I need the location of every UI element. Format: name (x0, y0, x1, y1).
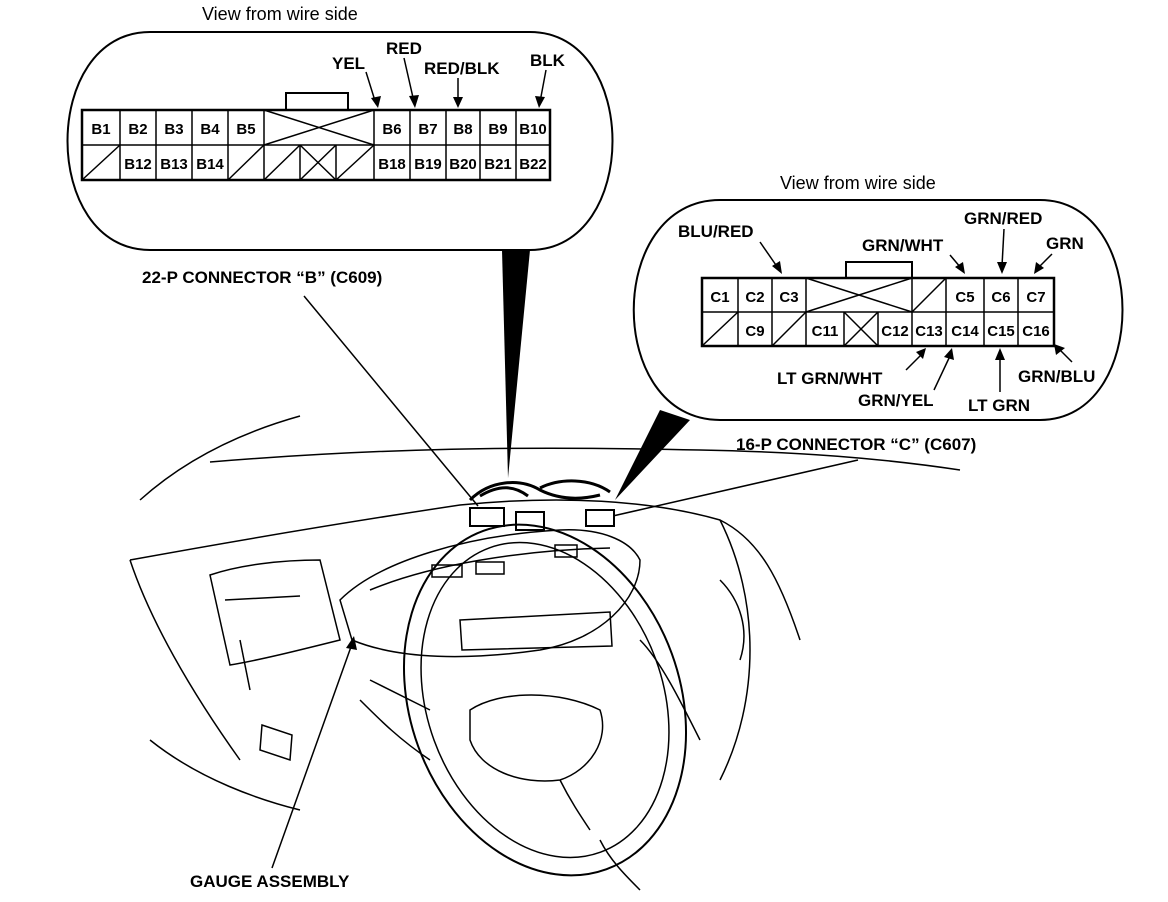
connector-b-row2-labels: B12 B13 B14 B18 B19 B20 B21 B22 (124, 156, 547, 173)
connector-c-title: 16-P CONNECTOR “C” (C607) (736, 435, 976, 454)
pin-c9: C9 (745, 323, 764, 340)
dashboard-illustration (129, 415, 961, 891)
wire-arrowhead-grn-red (997, 262, 1007, 274)
pin-b7: B7 (418, 121, 437, 138)
connector-b-unused-slashes (81, 144, 375, 181)
wire-arrow-lt-grn-wht (905, 353, 923, 371)
pin-b14: B14 (196, 156, 224, 173)
connector-c-row1-labels: C1 C2 C3 C5 C6 C7 (710, 289, 1045, 306)
connector-c-view-label: View from wire side (780, 173, 936, 193)
connector-b-blank-cavity-x (263, 109, 375, 146)
connector-c-row2-dividers (737, 312, 1019, 346)
pin-b12: B12 (124, 156, 152, 173)
wire-label-blu-red: BLU/RED (678, 222, 754, 241)
wire-arrowhead-red-blk (453, 97, 463, 108)
pin-b18: B18 (378, 156, 406, 173)
connector-c-top-wire-labels: BLU/RED GRN/WHT GRN/RED GRN (678, 209, 1084, 274)
connector-b-title: 22-P CONNECTOR “B” (C609) (142, 268, 382, 287)
pin-b9: B9 (488, 121, 507, 138)
wire-arrow-blu-red (759, 241, 779, 269)
pin-b19: B19 (414, 156, 442, 173)
connector-b-row1-dividers (119, 110, 517, 145)
pin-c12: C12 (881, 323, 909, 340)
wire-arrow-grn-yel (933, 355, 951, 391)
wire-label-lt-grn: LT GRN (968, 396, 1030, 415)
pin-c15: C15 (987, 323, 1015, 340)
connector-b-latch (285, 92, 349, 111)
connector-b-row1-labels: B1 B2 B3 B4 B5 B6 B7 B8 B9 B10 (91, 121, 546, 138)
wire-arrowhead-blk (535, 96, 545, 108)
connector-b-view-label: View from wire side (202, 4, 358, 24)
connector-b-wire-labels: YEL RED RED/BLK BLK (332, 39, 566, 108)
connector-b-leader-tail (502, 250, 530, 478)
connector-c-bottom-wire-labels: LT GRN/WHT GRN/YEL LT GRN GRN/BLU (777, 344, 1095, 415)
wire-arrowhead-yel (371, 96, 381, 108)
wire-arrowhead-lt-grn (995, 348, 1005, 360)
wire-label-blk: BLK (530, 51, 566, 70)
pin-c2: C2 (745, 289, 764, 306)
wire-label-red-blk: RED/BLK (424, 59, 500, 78)
connector-c-unused-slashes (701, 311, 879, 347)
pin-c7: C7 (1026, 289, 1045, 306)
connector-b-callout: View from wire side (66, 4, 614, 478)
pin-b6: B6 (382, 121, 401, 138)
connector-c-title-leader (603, 459, 859, 519)
pin-b5: B5 (236, 121, 255, 138)
gauge-assembly-label: GAUGE ASSEMBLY (190, 872, 350, 891)
connector-c-unused-slash-top (911, 277, 947, 313)
pin-b21: B21 (484, 156, 512, 173)
pin-b8: B8 (453, 121, 472, 138)
wire-arrowhead-red (409, 95, 419, 108)
connector-c-balloon (632, 199, 1124, 421)
connector-c-blank-cavity-x (805, 277, 913, 313)
wire-label-grn-yel: GRN/YEL (858, 391, 934, 410)
wire-arrowhead-grn-wht (955, 262, 965, 274)
gauge-assembly-arrowhead (346, 636, 357, 650)
connector-b-title-leader (303, 295, 479, 507)
pin-b2: B2 (128, 121, 147, 138)
wire-arrowhead-blu-red (772, 261, 782, 274)
pin-c16: C16 (1022, 323, 1050, 340)
pin-b1: B1 (91, 121, 110, 138)
wire-label-lt-grn-wht: LT GRN/WHT (777, 369, 883, 388)
pin-c14: C14 (951, 323, 979, 340)
wire-arrowhead-lt-grn-wht (916, 348, 926, 359)
pin-b22: B22 (519, 156, 547, 173)
connector-c-row2-labels: C9 C11 C12 C13 C14 C15 C16 (745, 323, 1049, 340)
wire-label-yel: YEL (332, 54, 365, 73)
wire-arrowhead-grn-yel (944, 348, 954, 360)
pin-c1: C1 (710, 289, 729, 306)
wire-arrow-red (403, 57, 415, 103)
connector-c-latch (845, 261, 913, 279)
wire-label-grn-red: GRN/RED (964, 209, 1042, 228)
wire-arrowhead-grn (1034, 262, 1044, 274)
wire-label-red: RED (386, 39, 422, 58)
pin-c13: C13 (915, 323, 943, 340)
connector-c-leader-tail (615, 410, 690, 500)
pin-c11: C11 (812, 323, 839, 340)
connector-c-row1-dividers (737, 278, 1019, 312)
pin-b3: B3 (164, 121, 183, 138)
pin-c3: C3 (779, 289, 798, 306)
wire-label-grn: GRN (1046, 234, 1084, 253)
pin-b4: B4 (200, 121, 220, 138)
connector-b-row2-dividers (119, 145, 517, 180)
wire-arrowhead-grn-blu (1054, 344, 1065, 355)
gauge-assembly-leader (271, 643, 353, 869)
pin-c6: C6 (991, 289, 1010, 306)
pin-b13: B13 (160, 156, 188, 173)
pin-b10: B10 (519, 121, 547, 138)
wire-arrow-grn-red (1001, 228, 1005, 267)
pin-c5: C5 (955, 289, 974, 306)
wire-label-grn-wht: GRN/WHT (862, 236, 944, 255)
wire-arrow-grn-blu (1059, 349, 1073, 363)
connector-c-callout: View from wire side (615, 173, 1124, 500)
wire-label-grn-blu: GRN/BLU (1018, 367, 1095, 386)
pin-b20: B20 (449, 156, 477, 173)
